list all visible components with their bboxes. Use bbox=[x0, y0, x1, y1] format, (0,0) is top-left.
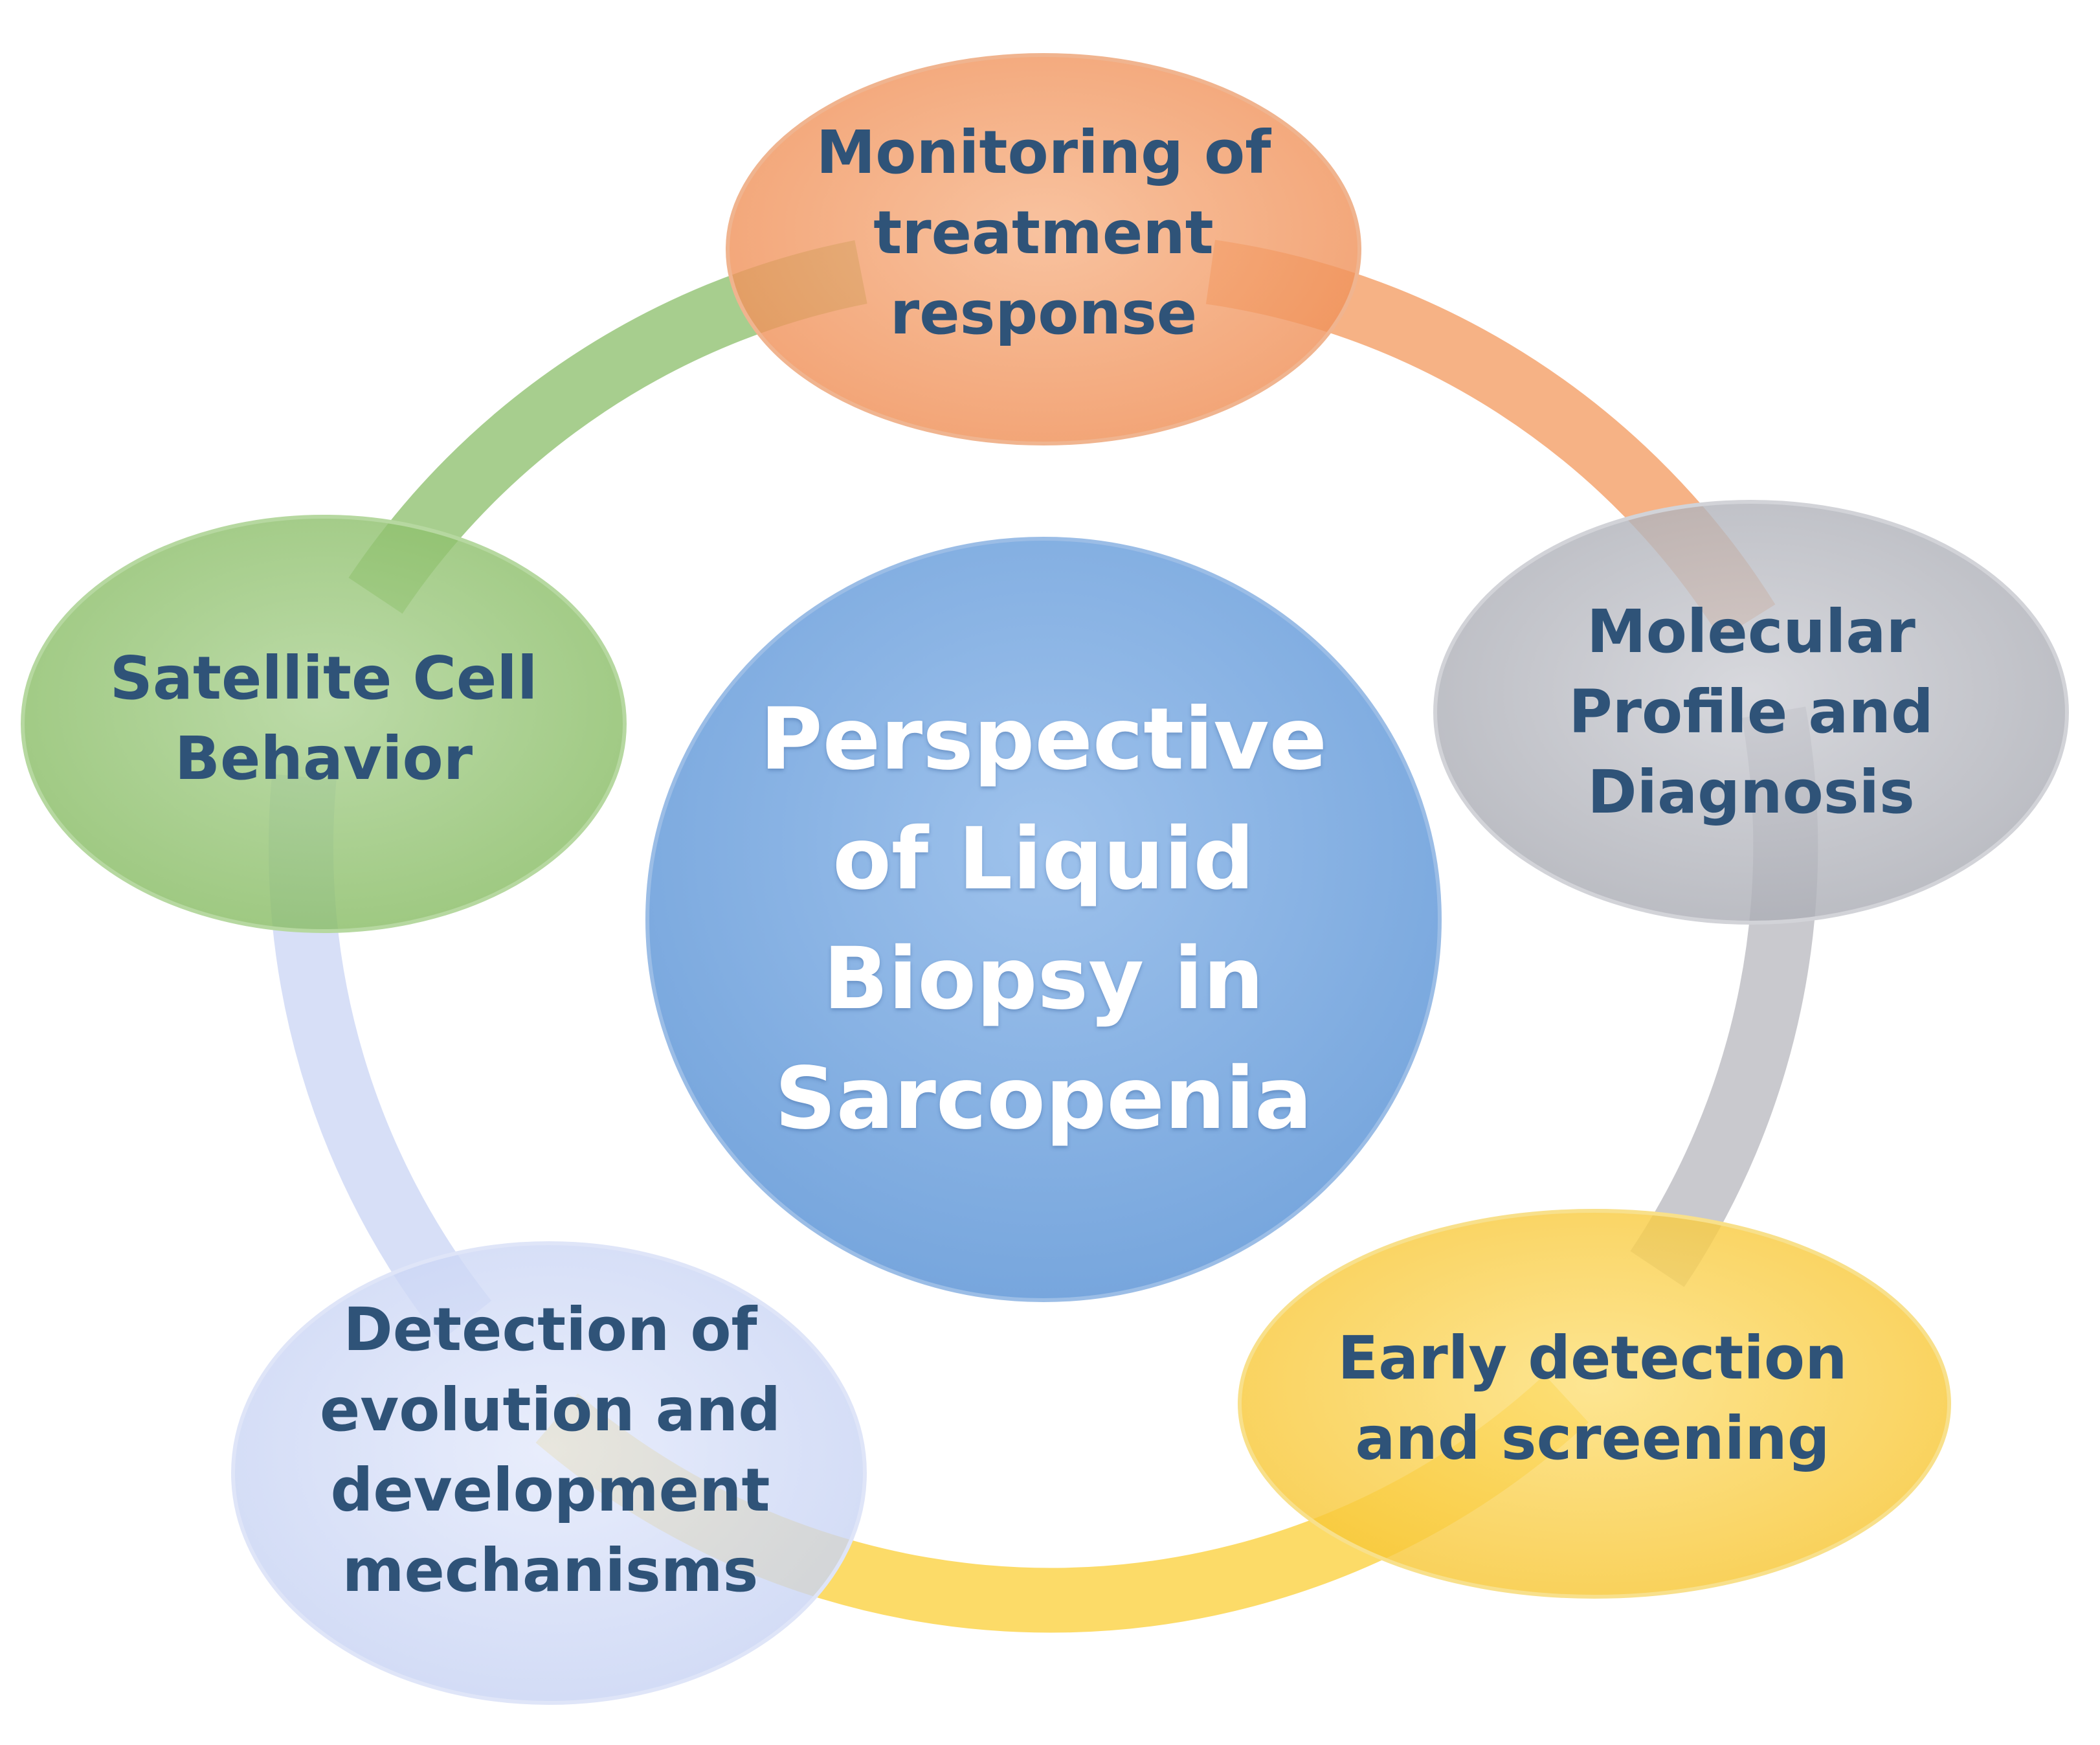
node-label-line: Detection of bbox=[343, 1294, 757, 1364]
node-label-line: Early detection bbox=[1337, 1323, 1848, 1393]
node-satellite-label: Satellite Cell Behavior bbox=[65, 622, 583, 816]
node-label-line: response bbox=[889, 278, 1198, 348]
center-title-line: Sarcopenia bbox=[774, 1048, 1313, 1149]
node-label-line: treatment bbox=[873, 197, 1214, 267]
node-label-line: Behavior bbox=[174, 724, 473, 793]
node-label-line: Molecular bbox=[1587, 596, 1916, 666]
node-monitoring-ellipse bbox=[726, 53, 1361, 445]
node-label-line: development bbox=[330, 1456, 770, 1525]
node-early-label: Early detection and screening bbox=[1288, 1301, 1897, 1496]
node-satellite-ellipse bbox=[21, 515, 627, 933]
node-molecular-label: Molecular Profile and Diagnosis bbox=[1492, 570, 2010, 855]
center-circle bbox=[645, 537, 1442, 1302]
node-molecular-ellipse bbox=[1433, 500, 2069, 925]
node-monitoring-label: Monitoring of treatment response bbox=[759, 97, 1328, 369]
center-title-line: of Liquid bbox=[832, 809, 1255, 910]
node-early-ellipse bbox=[1238, 1209, 1951, 1599]
node-label-line: Monitoring of bbox=[816, 117, 1271, 187]
center-title: Perspective of Liquid Biopsy in Sarcopen… bbox=[712, 635, 1375, 1204]
node-label-line: Profile and bbox=[1569, 677, 1934, 747]
node-label-line: Satellite Cell bbox=[109, 643, 538, 713]
node-detection-label: Detection of evolution and development m… bbox=[272, 1269, 829, 1632]
node-label-line: mechanisms bbox=[342, 1536, 759, 1606]
center-title-line: Perspective bbox=[759, 690, 1328, 790]
node-label-line: and screening bbox=[1355, 1404, 1830, 1473]
node-detection-ellipse bbox=[231, 1241, 867, 1705]
center-title-line: Biopsy in bbox=[823, 929, 1264, 1029]
node-label-line: Diagnosis bbox=[1587, 758, 1915, 827]
node-label-line: evolution and bbox=[319, 1375, 781, 1445]
